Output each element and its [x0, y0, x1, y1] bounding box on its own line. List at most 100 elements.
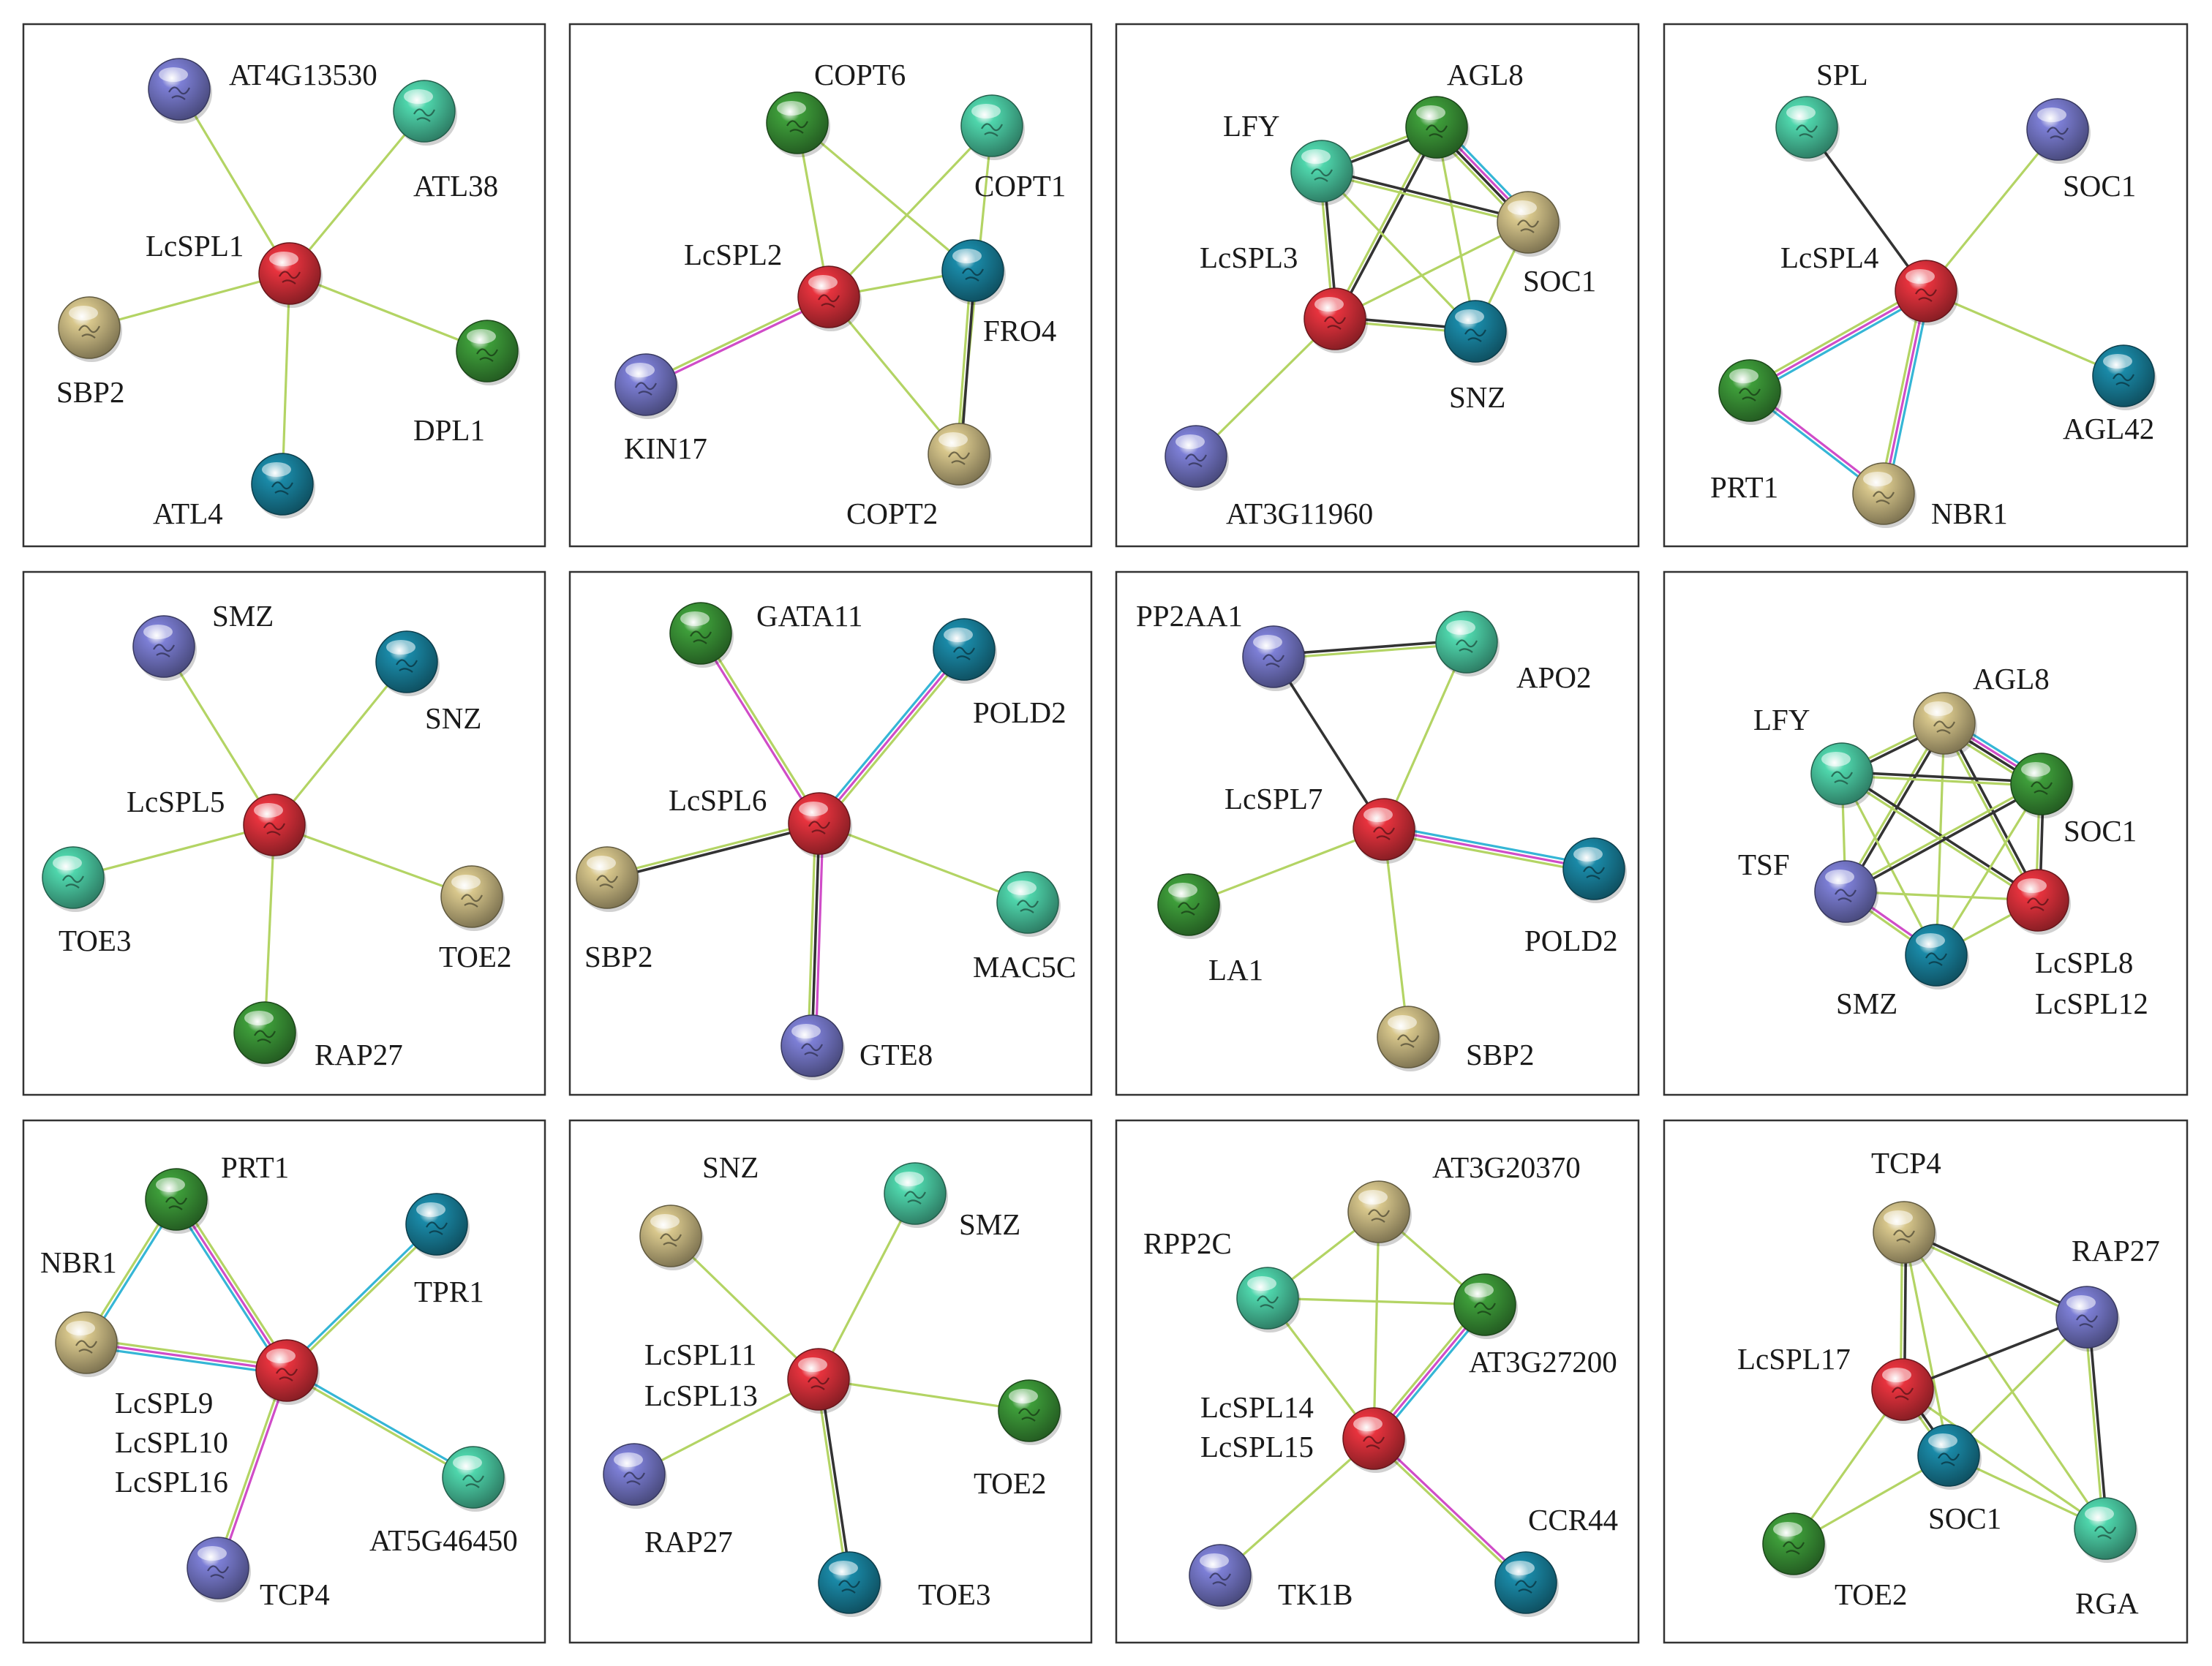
- node-sphere: [1435, 611, 1498, 674]
- node-label-at3g11960: AT3G11960: [1226, 497, 1373, 530]
- label-layer: TCP4 RAP27 LcSPL17 SOC1 TOE2 RGA: [1737, 1146, 2160, 1620]
- edge-layer: [72, 646, 473, 1033]
- interaction-edge: [1846, 723, 1947, 894]
- protein-structure-glyph: [1324, 316, 1346, 330]
- protein-structure-glyph: [690, 630, 712, 644]
- interaction-edge: [1320, 171, 1528, 226]
- interaction-edge: [1372, 1211, 1380, 1439]
- node-label-sbp2: SBP2: [56, 375, 124, 409]
- node-highlight: [2103, 354, 2132, 369]
- interaction-edge: [1843, 721, 1944, 892]
- network-panel-3: AGL8 LFY LcSPL3 SOC1 SNZ AT3G11960: [1115, 23, 1640, 548]
- protein-structure-glyph: [953, 647, 975, 660]
- node-highlight: [2021, 762, 2050, 777]
- node-sphere: [456, 320, 519, 382]
- node-label-lcspl13: LcSPL13: [644, 1379, 758, 1412]
- node-highlight: [269, 252, 298, 266]
- protein-node-lcspl3: [1304, 287, 1368, 353]
- node-highlight: [1916, 933, 1945, 948]
- interaction-edge: [1332, 126, 1437, 319]
- protein-structure-glyph: [62, 875, 84, 889]
- node-label-lcspl16: LcSPL16: [115, 1465, 228, 1499]
- node-highlight: [650, 1214, 680, 1229]
- node-sphere: [818, 1551, 881, 1614]
- interaction-edge: [1749, 290, 1927, 392]
- interaction-edge: [274, 823, 473, 898]
- node-highlight: [1007, 881, 1037, 895]
- protein-structure-glyph: [2031, 781, 2053, 795]
- node-highlight: [1301, 149, 1331, 164]
- node-sphere: [1905, 924, 1968, 987]
- protein-node-atl4: [251, 453, 315, 519]
- interaction-edge: [287, 1368, 475, 1477]
- protein-structure-glyph: [838, 1580, 860, 1594]
- protein-node-toe2: [1762, 1512, 1827, 1578]
- node-layer: [1189, 1180, 1559, 1617]
- protein-structure-glyph: [1426, 124, 1448, 138]
- protein-structure-glyph: [2076, 1314, 2098, 1328]
- label-layer: SNZ SMZ LcSPL11 LcSPL13 TOE2 RAP27 TOE3: [644, 1150, 1046, 1611]
- node-highlight: [2037, 108, 2066, 122]
- node-layer: [1762, 1201, 2138, 1578]
- network-panel-8: AGL8 LFY SOC1 TSF LcSPL8 LcSPL12 SMZ: [1663, 570, 2189, 1096]
- interaction-edge: [2083, 1317, 2105, 1529]
- node-sphere: [2006, 869, 2069, 932]
- protein-structure-glyph: [962, 268, 984, 282]
- node-label-tpr1: TPR1: [414, 1275, 484, 1308]
- node-sphere: [1810, 742, 1873, 805]
- node-sphere: [1290, 140, 1353, 203]
- node-highlight: [1573, 847, 1603, 862]
- protein-node-smz: [132, 615, 197, 681]
- interaction-edge: [633, 1378, 819, 1476]
- node-label-snz: SNZ: [1449, 380, 1505, 414]
- protein-structure-glyph: [1933, 720, 1955, 734]
- interaction-edge: [1903, 1232, 2107, 1529]
- node-highlight: [808, 275, 838, 290]
- protein-structure-glyph: [1263, 654, 1284, 668]
- protein-node-lcspl8: [2006, 869, 2071, 935]
- protein-node-agl8: [1913, 692, 1977, 758]
- node-highlight: [1928, 1433, 1957, 1448]
- node-sphere: [1165, 425, 1227, 488]
- node-sphere: [440, 865, 503, 928]
- node-highlight: [451, 875, 481, 889]
- node-sphere: [258, 242, 321, 305]
- protein-node-copt2: [928, 423, 992, 489]
- node-highlight: [1786, 105, 1816, 120]
- interaction-edge: [175, 1199, 288, 1371]
- network-panel-11: AT3G20370 RPP2C AT3G27200 LcSPL14 LcSPL1…: [1115, 1119, 1640, 1644]
- node-label-la1: LA1: [1208, 953, 1263, 987]
- node-highlight: [895, 1172, 924, 1186]
- node-sphere: [1917, 1424, 1980, 1487]
- protein-structure-glyph: [1515, 1580, 1537, 1594]
- protein-node-la1: [1157, 873, 1222, 939]
- node-label-pold2: POLD2: [1524, 924, 1618, 957]
- protein-structure-glyph: [1873, 491, 1895, 505]
- node-highlight: [791, 1024, 821, 1039]
- interaction-edge: [1846, 784, 2044, 894]
- node-sphere: [998, 1379, 1061, 1442]
- node-label-gata11: GATA11: [756, 599, 863, 633]
- protein-structure-glyph: [1017, 900, 1039, 913]
- node-highlight: [467, 329, 496, 344]
- protein-node-smz: [1905, 924, 1969, 990]
- interaction-edge: [1374, 1436, 1528, 1583]
- protein-node-sbp2: [58, 296, 122, 362]
- node-label-lfy: LFY: [1223, 109, 1279, 143]
- node-label-fro4: FRO4: [983, 314, 1056, 347]
- node-sphere: [375, 630, 438, 693]
- protein-node-lcspl5: [243, 794, 307, 859]
- protein-node-lfy: [1290, 140, 1355, 206]
- protein-structure-glyph: [1257, 1295, 1279, 1309]
- protein-node-ccr44: [1494, 1551, 1559, 1617]
- node-label-soc1: SOC1: [2064, 814, 2137, 848]
- interaction-edge: [1878, 290, 1924, 494]
- node-sphere: [1718, 359, 1781, 422]
- node-sphere: [1157, 873, 1220, 936]
- protein-node-soc1: [1497, 191, 1561, 257]
- node-highlight: [1906, 269, 1935, 284]
- protein-node-agl8: [1405, 96, 1470, 162]
- node-label-copt6: COPT6: [814, 58, 906, 91]
- node-sphere: [928, 423, 990, 486]
